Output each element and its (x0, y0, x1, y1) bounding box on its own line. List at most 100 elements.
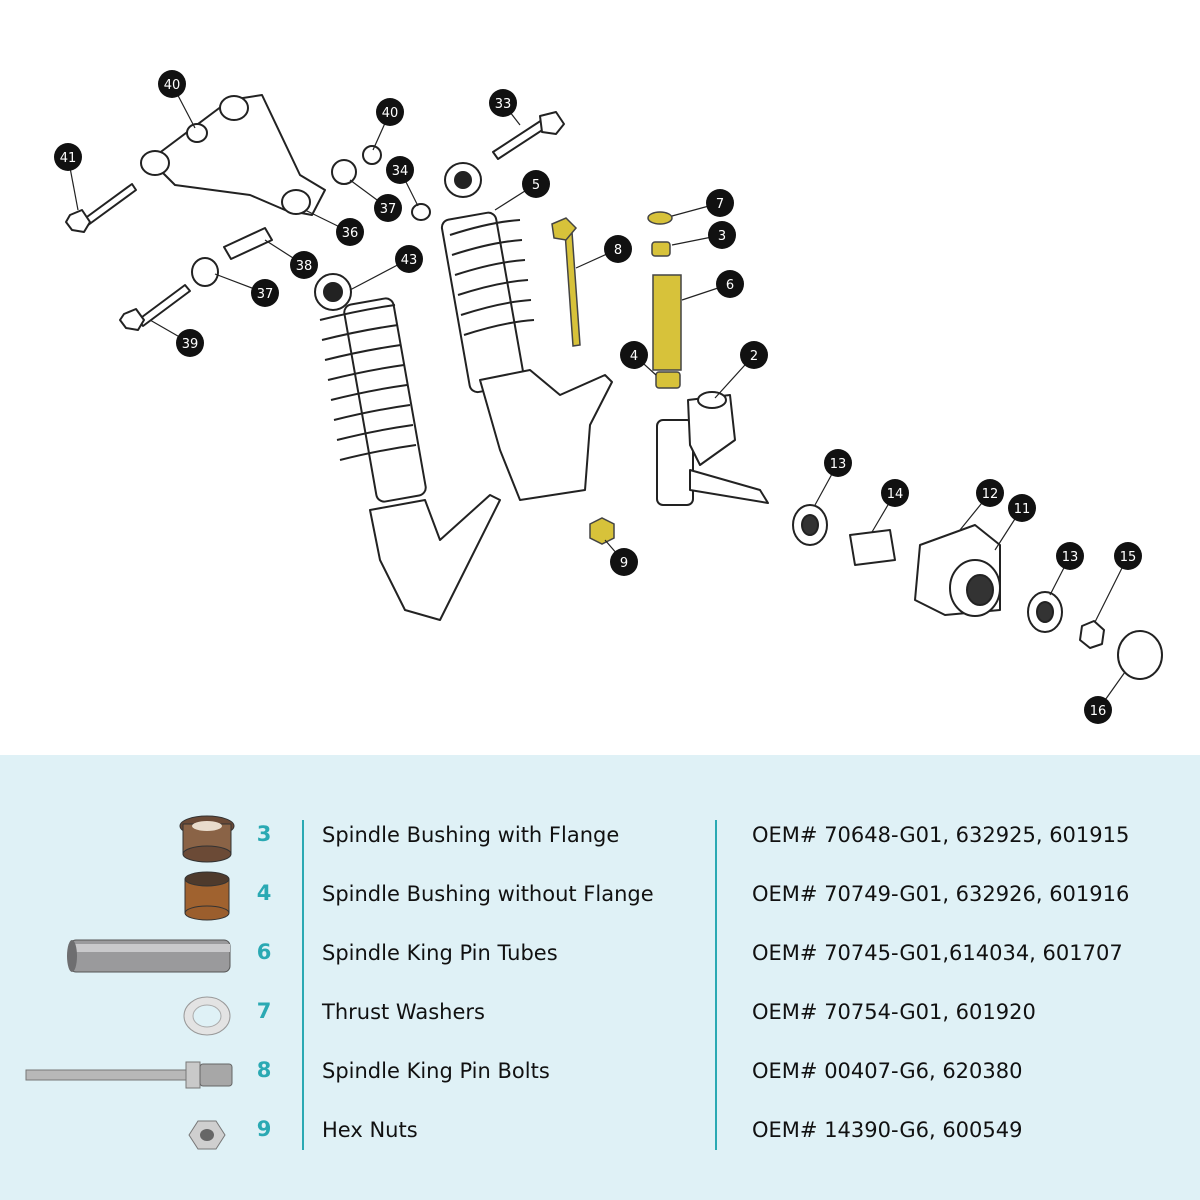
column-divider-right (715, 820, 717, 1150)
svg-text:12: 12 (982, 487, 999, 502)
bolt-39 (137, 284, 191, 327)
oem-numbers: OEM# 70754-G01, 601920 (752, 1000, 1036, 1024)
part-row-3: 3 Spindle Bushing with Flange OEM# 70648… (0, 808, 1200, 867)
callout-6: 6 (716, 270, 744, 298)
callout-40b: 40 (376, 98, 404, 126)
callout-41: 41 (54, 143, 82, 171)
hex-nut-icon (188, 1120, 226, 1150)
shock-absorber-5 (440, 162, 613, 501)
callout-14: 14 (881, 479, 909, 507)
callout-8: 8 (604, 235, 632, 263)
part-name: Spindle Bushing without Flange (322, 882, 654, 906)
flanged-bushing-icon (179, 815, 235, 863)
part-row-7: 7 Thrust Washers OEM# 70754-G01, 601920 (0, 985, 1200, 1044)
oem-numbers: OEM# 00407-G6, 620380 (752, 1059, 1023, 1083)
svg-text:39: 39 (182, 337, 199, 352)
callout-37b: 37 (251, 279, 279, 307)
callout-38: 38 (290, 251, 318, 279)
svg-text:41: 41 (60, 151, 77, 166)
callout-34: 34 (386, 156, 414, 184)
shock-absorber-43 (314, 273, 501, 621)
washer-icon (183, 996, 231, 1036)
nut-40a (186, 123, 208, 143)
king-pin-bolt-8 (564, 231, 581, 347)
svg-text:5: 5 (532, 178, 540, 193)
callout-9: 9 (610, 548, 638, 576)
svg-text:15: 15 (1120, 550, 1137, 565)
svg-text:34: 34 (392, 164, 409, 179)
bushing-4 (655, 371, 681, 389)
oem-numbers: OEM# 14390-G6, 600549 (752, 1118, 1023, 1142)
part-name: Spindle King Pin Bolts (322, 1059, 550, 1083)
callout-11: 11 (1008, 494, 1036, 522)
bushing-icon (184, 871, 230, 921)
part-number: 4 (256, 881, 272, 905)
part-number: 7 (256, 999, 272, 1023)
part-row-9: 9 Hex Nuts OEM# 14390-G6, 600549 (0, 1103, 1200, 1162)
tube-icon (67, 939, 231, 973)
exploded-parts-diagram: 40 41 33 40 34 37 36 5 43 38 37 39 8 7 3… (54, 70, 1163, 724)
callout-15: 15 (1114, 542, 1142, 570)
oem-numbers: OEM# 70749-G01, 632926, 601916 (752, 882, 1130, 906)
oem-numbers: OEM# 70745-G01,614034, 601707 (752, 941, 1123, 965)
callout-3: 3 (708, 221, 736, 249)
svg-text:8: 8 (614, 243, 622, 258)
svg-text:33: 33 (495, 97, 512, 112)
dust-cap-16 (1117, 630, 1163, 680)
part-row-8: 8 Spindle King Pin Bolts OEM# 00407-G6, … (0, 1044, 1200, 1103)
svg-text:36: 36 (342, 226, 359, 241)
callout-13a: 13 (824, 449, 852, 477)
callout-39: 39 (176, 329, 204, 357)
part-number: 6 (256, 940, 272, 964)
svg-text:3: 3 (718, 229, 726, 244)
svg-text:37: 37 (380, 202, 397, 217)
column-divider-left (302, 820, 304, 1150)
part-name: Spindle King Pin Tubes (322, 941, 558, 965)
spacer-14 (849, 529, 896, 566)
svg-text:16: 16 (1090, 704, 1107, 719)
nut-34 (411, 203, 431, 221)
part-name: Thrust Washers (322, 1000, 485, 1024)
svg-text:40: 40 (382, 106, 399, 121)
bushing-37b (191, 257, 219, 287)
nut-40b (362, 145, 382, 165)
svg-text:37: 37 (257, 287, 274, 302)
part-name: Spindle Bushing with Flange (322, 823, 620, 847)
oem-numbers: OEM# 70648-G01, 632925, 601915 (752, 823, 1130, 847)
callout-40a: 40 (158, 70, 186, 98)
part-number: 8 (256, 1058, 272, 1082)
pin-38 (223, 227, 273, 260)
king-pin-tube-6 (652, 274, 682, 371)
bushing-37a (331, 159, 357, 185)
callout-16: 16 (1084, 696, 1112, 724)
callout-12: 12 (976, 479, 1004, 507)
callout-33: 33 (489, 89, 517, 117)
svg-text:38: 38 (296, 259, 313, 274)
part-number: 9 (256, 1117, 272, 1141)
thrust-washer-7 (647, 211, 673, 225)
svg-text:43: 43 (401, 253, 418, 268)
callout-2: 2 (740, 341, 768, 369)
nut-15 (1079, 620, 1105, 649)
svg-text:6: 6 (726, 278, 734, 293)
part-row-6: 6 Spindle King Pin Tubes OEM# 70745-G01,… (0, 926, 1200, 985)
callout-4: 4 (620, 341, 648, 369)
svg-text:11: 11 (1014, 502, 1031, 517)
svg-text:13: 13 (1062, 550, 1079, 565)
callout-13b: 13 (1056, 542, 1084, 570)
callout-5: 5 (522, 170, 550, 198)
svg-text:2: 2 (750, 349, 758, 364)
part-row-4: 4 Spindle Bushing without Flange OEM# 70… (0, 867, 1200, 926)
hex-nut-9 (589, 517, 615, 545)
callout-37a: 37 (374, 194, 402, 222)
svg-text:9: 9 (620, 556, 628, 571)
callout-36: 36 (336, 218, 364, 246)
part-number: 3 (256, 822, 272, 846)
bolt-icon (25, 1061, 233, 1089)
svg-text:13: 13 (830, 457, 847, 472)
callout-43: 43 (395, 245, 423, 273)
svg-text:14: 14 (887, 487, 904, 502)
svg-text:7: 7 (716, 197, 724, 212)
a-arm (149, 94, 326, 216)
callout-7: 7 (706, 189, 734, 217)
